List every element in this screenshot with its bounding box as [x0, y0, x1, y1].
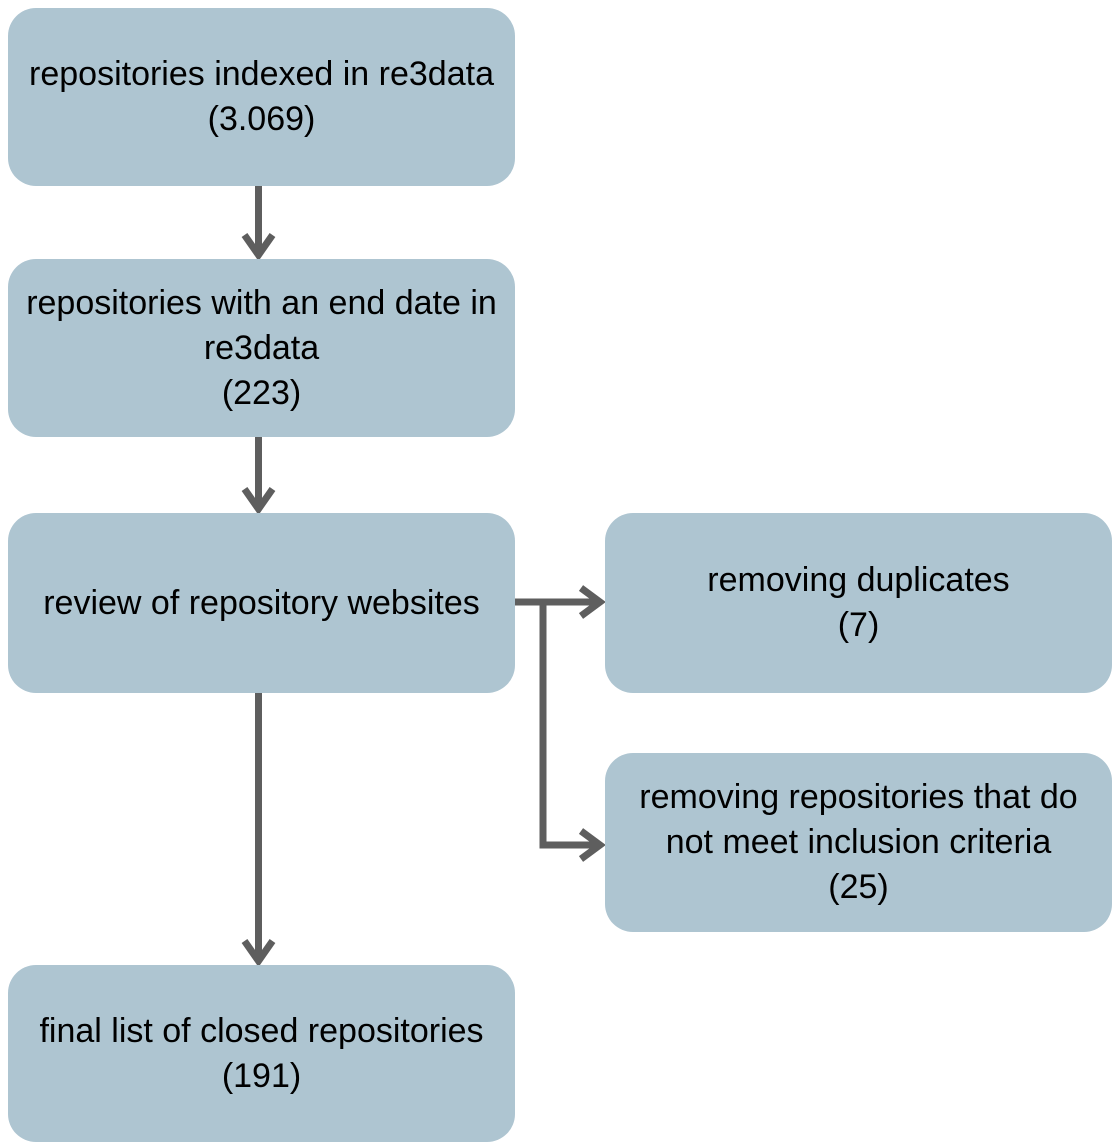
node-label-line: repositories with an end date in [26, 283, 497, 322]
node-removing-exclusion-criteria: removing repositories that do not meet i… [605, 753, 1112, 932]
node-label-line: not meet inclusion criteria [665, 823, 1052, 861]
node-repositories-end-date: repositories with an end date in re3data… [8, 259, 515, 437]
node-repositories-indexed: repositories indexed in re3data (3.069) [8, 8, 515, 186]
node-label-line: review of repository websites [43, 583, 480, 622]
node-count: (191) [221, 1056, 302, 1095]
node-count: (3.069) [207, 100, 316, 138]
node-count: (25) [828, 868, 889, 906]
node-review-websites: review of repository websites [8, 513, 515, 693]
node-removing-duplicates: removing duplicates (7) [605, 513, 1112, 693]
node-label-line: re3data [203, 328, 320, 367]
node-label-line: removing duplicates [707, 561, 1010, 599]
arrow-review-to-exclusion [539, 602, 606, 862]
arrow-indexed-to-end-date [241, 186, 276, 262]
arrow-end-date-to-review [241, 437, 276, 516]
node-label-line: repositories indexed in re3data [29, 55, 494, 93]
node-count: (7) [837, 606, 880, 644]
arrow-review-to-duplicates [515, 585, 606, 619]
arrow-review-to-final [241, 693, 276, 968]
node-count: (223) [221, 373, 302, 412]
node-label-line: removing repositories that do [639, 778, 1078, 816]
node-label-line: final list of closed repositories [39, 1011, 484, 1050]
node-final-list: final list of closed repositories (191) [8, 965, 515, 1142]
